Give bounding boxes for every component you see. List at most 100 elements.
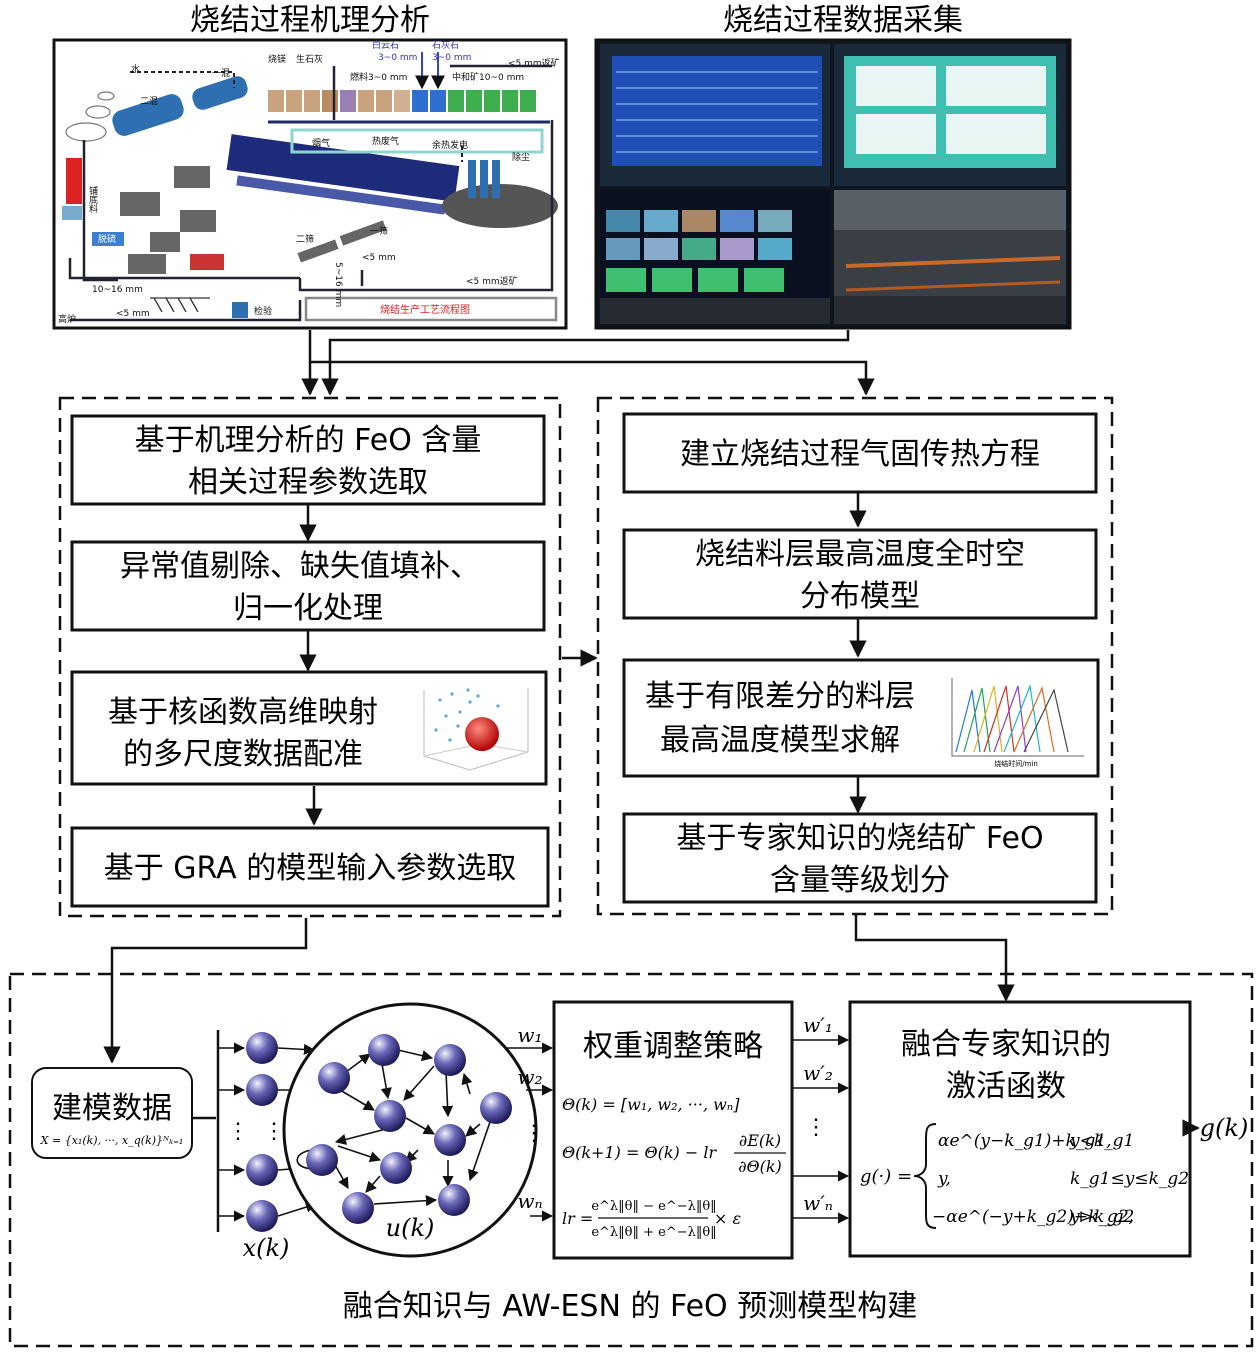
data-collection-photos (594, 38, 1072, 330)
weight-w2: w₂ (517, 1065, 542, 1089)
right-step-4-line1: 基于专家知识的烧结矿 FeO (676, 821, 1043, 856)
right-step-3: 基于有限差分的料层 最高温度模型求解 烧结时间/min (622, 658, 1100, 778)
right-step-2: 烧结料层最高温度全时空 分布模型 (622, 528, 1098, 620)
thumbnail-xlabel: 烧结时间/min (994, 759, 1038, 768)
label-size-5-return: <5 mm返矿 (466, 275, 518, 287)
left-step-3-line1: 基于核函数高维映射 (108, 695, 378, 730)
label-limestone2-size: 3~0 mm (432, 53, 471, 63)
label-size-5: <5 mm (362, 253, 396, 263)
left-step-2-line1: 异常值剔除、缺失值填补、 (120, 549, 480, 584)
left-step-1-line2: 相关过程参数选取 (188, 465, 428, 500)
label-flow-caption: 烧结生产工艺流程图 (380, 303, 470, 316)
raw-material-bins (268, 90, 550, 124)
left-step-4-text: 基于 GRA 的模型输入参数选取 (104, 851, 516, 886)
prediction-model-group (8, 972, 1254, 1348)
strategy-eq3-num: e^λ‖θ‖ − e^−λ‖θ‖ (591, 1199, 716, 1214)
input-nodes (246, 1032, 278, 1232)
sinter-strand (226, 128, 544, 215)
right-step-3-line1: 基于有限差分的料层 (645, 679, 915, 714)
strategy-eq2-den: ∂Θ(k) (738, 1157, 782, 1176)
input-dots-right: ⋮ (263, 1119, 285, 1144)
input-label: x(k) (243, 1234, 290, 1262)
label-size-lt5: <5 mm (116, 309, 150, 319)
label-waste-heat: 余热发电 (432, 139, 468, 151)
label-quicklime: 烧镁 (268, 53, 286, 65)
label-neutral-ore: 中和矿10~0 mm (452, 71, 524, 83)
label-size-5-16: 5~16 mm (333, 262, 343, 307)
label-dolomite: 白云石 (372, 39, 399, 51)
photo-monitor-1 (600, 44, 830, 186)
right-step-4-line2: 含量等级划分 (770, 863, 950, 898)
strategy-title: 权重调整策略 (583, 1029, 763, 1064)
label-dust: 除尘 (512, 151, 530, 163)
label-screen2: 二筛 (296, 233, 314, 245)
left-step-2-line2: 归一化处理 (233, 591, 383, 626)
strategy-eq2-num: ∂E(k) (739, 1131, 781, 1150)
activation-case3-cond: y>k_g2 (1069, 1207, 1134, 1227)
esn-reservoir: u(k) (282, 1002, 538, 1258)
right-step-1: 建立烧结过程气固传热方程 (622, 412, 1098, 494)
modeling-data-box: 建模数据 X = {x₁(k), ···, x_q(k)}ᴺₖ₌₁ (31, 1067, 193, 1159)
label-limestone2: 石灰石 (432, 39, 459, 51)
label-water: 水 (131, 63, 140, 75)
model-output-label: g(k) (1200, 1114, 1249, 1142)
dust-collectors (120, 166, 216, 274)
reservoir-label: u(k) (386, 1214, 435, 1242)
weight-adjustment-box: 权重调整策略 Θ(k) = [w₁, w₂, ···, wₙ] Θ(k+1) =… (552, 1000, 794, 1260)
right-step-3-line2: 最高温度模型求解 (660, 723, 900, 758)
activation-case2-expr: y, (937, 1169, 951, 1189)
modeling-data-formula: X = {x₁(k), ···, x_q(k)}ᴺₖ₌₁ (40, 1134, 184, 1147)
label-mixer1: 一混 (212, 68, 230, 79)
activation-lhs: g(·) = (860, 1166, 912, 1187)
activation-case1-cond: y<k_g1 (1069, 1131, 1134, 1151)
right-step-1-text: 建立烧结过程气固传热方程 (680, 437, 1040, 472)
weight-dots-prime: ⋮ (805, 1115, 827, 1140)
label-desulf: 脱硫 (98, 233, 116, 245)
input-dots-left: ⋮ (227, 1119, 249, 1144)
weight-w1-prime: w′₁ (803, 1013, 833, 1037)
right-step-2-line2: 分布模型 (800, 579, 920, 614)
label-dolomite-size: 3~0 mm (378, 53, 417, 63)
weight-w2-prime: w′₂ (803, 1061, 833, 1085)
right-step-4: 基于专家知识的烧结矿 FeO 含量等级划分 (622, 812, 1098, 904)
label-size-10-16: 10~16 mm (92, 285, 143, 295)
mechanism-analysis-title: 烧结过程机理分析 (190, 3, 430, 38)
strategy-eq1: Θ(k) = [w₁, w₂, ···, wₙ] (562, 1095, 740, 1114)
strategy-eq3-den: e^λ‖θ‖ + e^−λ‖θ‖ (591, 1225, 716, 1240)
label-blast-furnace: 高炉 (58, 313, 76, 325)
weight-dots: ⋮ (523, 1121, 545, 1146)
weight-wn: wₙ (517, 1189, 542, 1213)
weight-w1: w₁ (517, 1023, 542, 1047)
activation-case3-expr: −αe^(−y+k_g2)+k_g2, (932, 1207, 1134, 1227)
3d-scatter-thumbnail (414, 682, 534, 774)
left-step-1: 基于机理分析的 FeO 含量 相关过程参数选取 (70, 414, 546, 506)
label-limestone: 生石灰 (296, 53, 323, 65)
left-process-group (58, 396, 562, 918)
data-collection-title: 烧结过程数据采集 (723, 3, 963, 38)
strategy-eq2-left: Θ(k+1) = Θ(k) − lr (562, 1143, 717, 1162)
photo-plant-floor (834, 190, 1066, 324)
right-step-2-line1: 烧结料层最高温度全时空 (695, 537, 1025, 572)
label-screen1: 一筛 (370, 225, 388, 237)
photo-monitor-2 (834, 44, 1066, 186)
activation-title-line1: 融合专家知识的 (901, 1027, 1111, 1062)
sintering-process-flowchart: 水 一混 二混 烧镁 生石灰 白云石 3~0 mm 石灰石 3~0 mm <5 … (52, 38, 568, 330)
left-step-4: 基于 GRA 的模型输入参数选取 (70, 826, 550, 908)
temperature-curve-thumbnail: 烧结时间/min (938, 672, 1088, 768)
left-step-1-line1: 基于机理分析的 FeO 含量 (135, 423, 482, 458)
left-step-2: 异常值剔除、缺失值填补、 归一化处理 (70, 540, 546, 632)
prediction-model-caption: 融合知识与 AW-ESN 的 FeO 预测模型构建 (343, 1289, 917, 1324)
label-bedding: 铺底料 (87, 185, 98, 214)
label-fuel: 燃料3~0 mm (350, 71, 407, 83)
label-fine-ore: <5 mm返矿 (508, 57, 560, 69)
conveyor-belt (150, 297, 210, 313)
strategy-eq3-left: lr = (562, 1209, 593, 1228)
label-mixer2: 二混 (140, 96, 158, 107)
mixer-drums (112, 76, 248, 136)
modeling-data-title: 建模数据 (52, 1091, 172, 1126)
weight-wn-prime: w′ₙ (803, 1191, 833, 1215)
label-hot-gas: 热废气 (372, 135, 399, 147)
activation-case2-cond: k_g1≤y≤k_g2 (1070, 1169, 1189, 1189)
left-step-3: 基于核函数高维映射 的多尺度数据配准 (70, 670, 548, 786)
